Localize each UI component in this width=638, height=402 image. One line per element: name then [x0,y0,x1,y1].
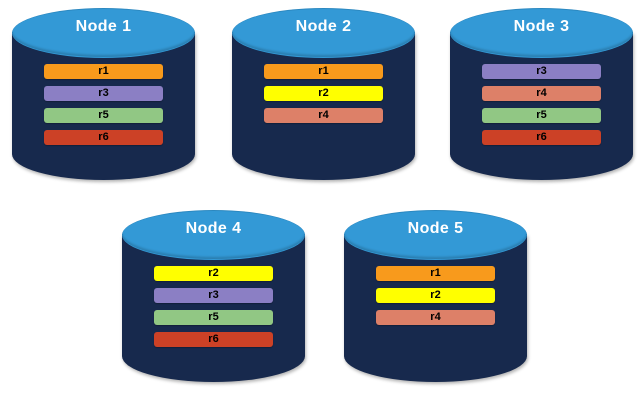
node-label: Node 1 [75,18,132,35]
cylinder-top-ellipse [344,210,527,260]
database-node-cylinder[interactable]: Node 5 r1 r2 r4 [344,210,527,382]
node-label: Node 2 [295,18,352,35]
replica-list: r1 r2 r4 [344,266,527,332]
database-node-cylinder[interactable]: Node 3 r3 r4 r5 r6 [450,8,633,180]
replica-bar[interactable]: r2 [154,266,273,281]
replica-bar[interactable]: r3 [482,64,601,79]
replica-list: r2 r3 r5 r6 [122,266,305,354]
replica-bar[interactable]: r5 [44,108,163,123]
node-label: Node 4 [185,220,242,237]
replica-bar[interactable]: r5 [482,108,601,123]
database-node-cylinder[interactable]: Node 4 r2 r3 r5 r6 [122,210,305,382]
replica-bar[interactable]: r3 [44,86,163,101]
replica-bar[interactable]: r4 [482,86,601,101]
database-node-cylinder[interactable]: Node 2 r1 r2 r4 [232,8,415,180]
replica-bar[interactable]: r1 [264,64,383,79]
replica-bar[interactable]: r1 [376,266,495,281]
cylinder-top-ellipse [122,210,305,260]
cylinder-top-ellipse [232,8,415,58]
database-node-cylinder[interactable]: Node 1 r1 r3 r5 r6 [12,8,195,180]
replica-bar[interactable]: r3 [154,288,273,303]
replica-bar[interactable]: r2 [264,86,383,101]
node-label: Node 5 [407,220,464,237]
replica-bar[interactable]: r4 [264,108,383,123]
replica-bar[interactable]: r6 [154,332,273,347]
replica-bar[interactable]: r2 [376,288,495,303]
node-label: Node 3 [513,18,570,35]
replica-list: r3 r4 r5 r6 [450,64,633,152]
cylinder-top-ellipse [450,8,633,58]
cylinder-top-ellipse [12,8,195,58]
replica-bar[interactable]: r4 [376,310,495,325]
replica-bar[interactable]: r6 [44,130,163,145]
replica-bar[interactable]: r6 [482,130,601,145]
replica-bar[interactable]: r5 [154,310,273,325]
replica-bar[interactable]: r1 [44,64,163,79]
replica-list: r1 r2 r4 [232,64,415,130]
replica-list: r1 r3 r5 r6 [12,64,195,152]
